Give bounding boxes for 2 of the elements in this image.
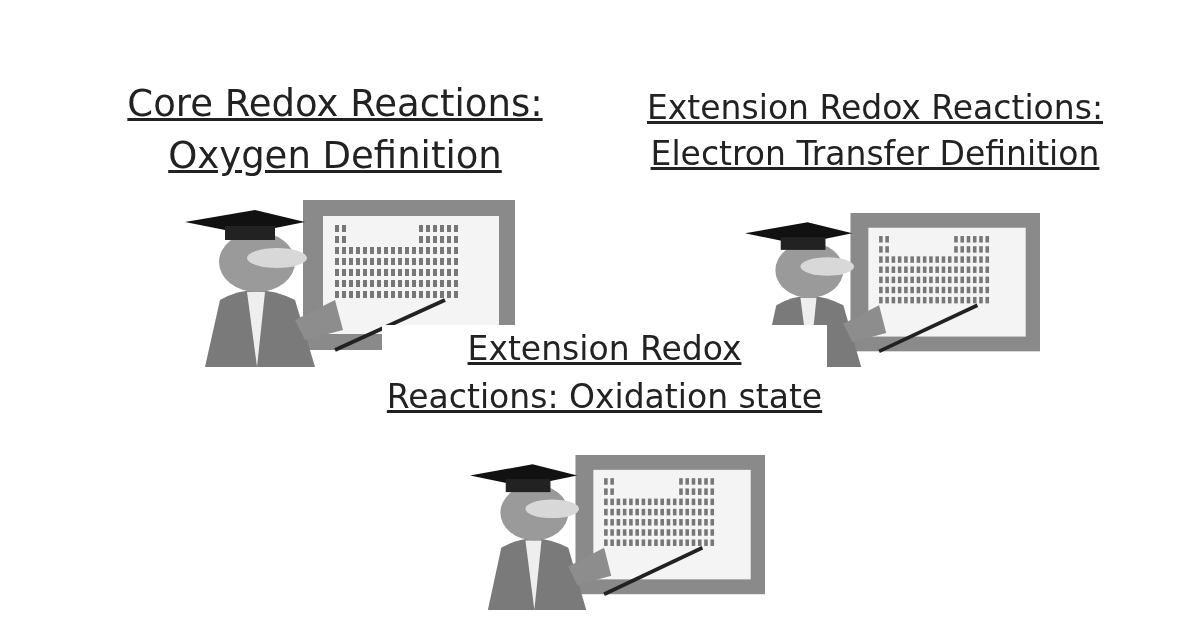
heading: Core Redox Reactions: Oxygen Definition — [126, 81, 544, 179]
heading: Extension Redox Reactions: Electron Transfer Definition — [646, 87, 1104, 175]
